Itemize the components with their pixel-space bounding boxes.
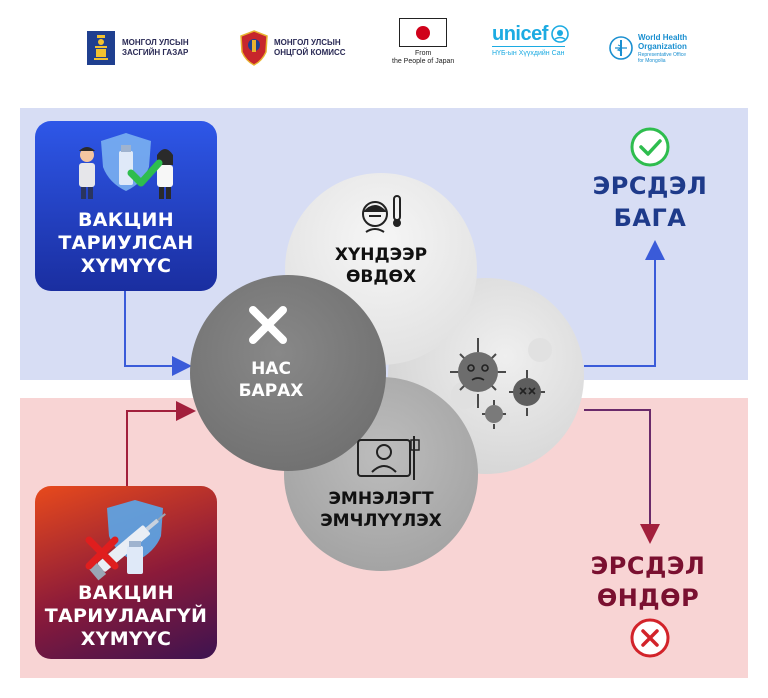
logo-mongolian-government: МОНГОЛ УЛСЫН ЗАСГИЙН ГАЗАР xyxy=(86,24,189,72)
unicef-wordmark: unicef xyxy=(492,23,548,45)
commission-shield-icon xyxy=(240,30,268,66)
unvaccinated-people-box: ВАКЦИН ТАРИУЛААГҮЙ ХҮМҮҮС xyxy=(35,486,217,659)
unicef-globe-icon xyxy=(551,25,569,43)
death-label: НАС БАРАХ xyxy=(238,359,304,401)
people-shield-icon xyxy=(79,133,173,199)
government-emblem-icon xyxy=(87,31,115,65)
logo-emergency-commission: МОНГОЛ УЛСЫН ОНЦГОЙ КОМИСС xyxy=(240,24,346,72)
vaccinated-label: ВАКЦИН ТАРИУЛСАН ХҮМҮҮС xyxy=(58,209,194,277)
government-logo-text: МОНГОЛ УЛСЫН ЗАСГИЙН ГАЗАР xyxy=(122,38,189,57)
syringe-shield-icon xyxy=(85,500,166,581)
unicef-subtitle: НҮБ-ын Хүүхдийн Сан xyxy=(492,46,565,58)
severe-illness-label: ХҮНДЭЭР ӨВДӨХ xyxy=(334,245,428,287)
vaccinated-check-icon xyxy=(127,159,163,187)
unvaccinated-label: ВАКЦИН ТАРИУЛААГҮЙ ХҮМҮҮС xyxy=(44,582,208,650)
unvaccinated-cross-icon xyxy=(85,536,119,570)
low-risk-label: ЭРСДЭЛ БАГА xyxy=(592,172,708,232)
arrow-unvaccinated-to-outcomes xyxy=(126,401,196,486)
logo-people-of-japan: From the People of Japan xyxy=(392,18,454,66)
japan-flag-icon xyxy=(399,18,448,47)
arrow-vaccinated-to-outcomes xyxy=(124,291,192,376)
arrow-outcomes-to-high-risk xyxy=(584,409,660,544)
death-circle xyxy=(190,275,386,471)
japan-logo-text: From the People of Japan xyxy=(392,50,455,65)
vaccinated-people-box: ВАКЦИН ТАРИУЛСАН ХҮМҮҮС xyxy=(35,121,217,291)
who-subtitle: Representative Office for Mongolia xyxy=(638,51,686,64)
logo-who: World Health Organization Representative… xyxy=(608,24,687,72)
who-logo-text: World Health Organization xyxy=(638,32,688,51)
logo-unicef: unicef НҮБ-ын Хүүхдийн Сан xyxy=(492,24,570,72)
arrow-outcomes-to-low-risk xyxy=(584,240,665,367)
high-risk-label: ЭРСДЭЛ ӨНДӨР xyxy=(590,552,706,612)
commission-logo-text: МОНГОЛ УЛСЫН ОНЦГОЙ КОМИСС xyxy=(274,38,346,57)
hospitalization-label: ЭМНЭЛЭГТ ЭМЧЛҮҮЛЭХ xyxy=(320,489,442,531)
who-emblem-icon xyxy=(609,36,633,60)
